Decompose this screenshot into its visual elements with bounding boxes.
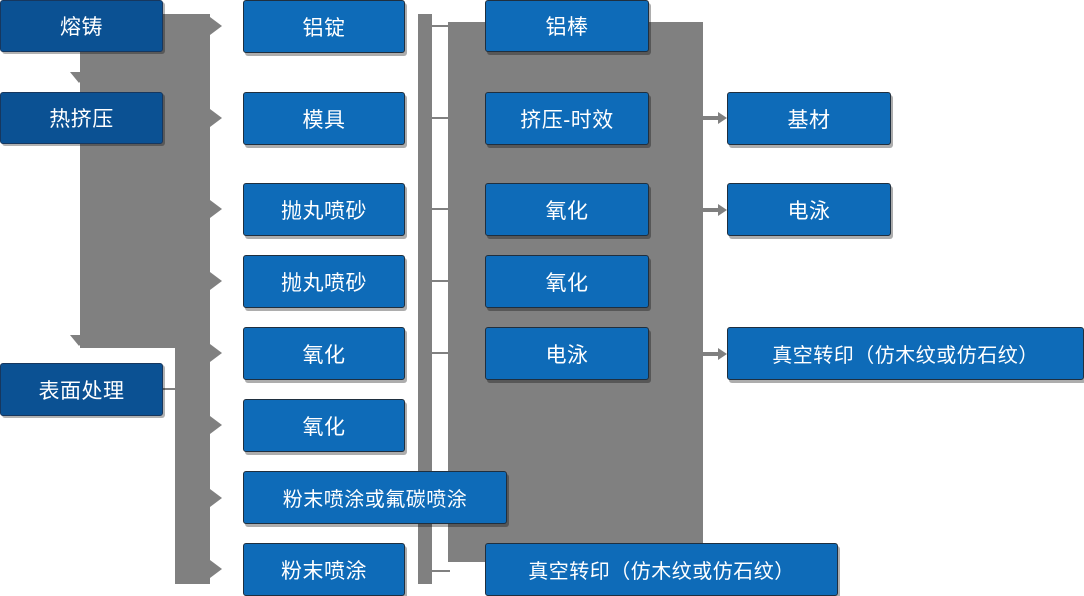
- process-label: 粉末喷涂: [281, 559, 367, 583]
- arrow-down-icon-rongzhu-to-rejiya: [70, 72, 88, 83]
- process-label: 电泳: [787, 199, 831, 223]
- process-label: 氧化: [302, 415, 346, 439]
- process-label: 抛丸喷砂: [281, 271, 367, 295]
- arrow-right-icon-band-a-3: [210, 272, 222, 290]
- arrow-stem: [703, 208, 718, 212]
- process-label: 氧化: [545, 199, 589, 223]
- process-box-c3-2[interactable]: 氧化: [485, 183, 649, 236]
- connector-band-b: [418, 14, 432, 584]
- stage-box-biaomian[interactable]: 表面处理: [0, 363, 163, 416]
- arrow-right-icon-c4-1: [703, 204, 727, 216]
- process-box-c4-1[interactable]: 电泳: [727, 183, 891, 236]
- process-box-c2-4[interactable]: 氧化: [243, 327, 405, 380]
- process-box-c3-0[interactable]: 铝棒: [485, 0, 649, 52]
- stage-label: 熔铸: [60, 16, 103, 39]
- arrow-right-icon-band-a-6: [210, 489, 222, 507]
- arrow-right-icon-band-a-0: [210, 17, 222, 35]
- arrow-right-icon-c4-0: [703, 112, 727, 124]
- arrow-stem: [703, 116, 718, 120]
- process-label: 电泳: [545, 343, 589, 367]
- stage-box-rejiya[interactable]: 热挤压: [0, 92, 163, 144]
- arrow-right-icon-band-a-5: [210, 416, 222, 434]
- process-box-c2-1[interactable]: 模具: [243, 92, 405, 145]
- stage-label: 热挤压: [49, 108, 114, 131]
- process-box-c3-5[interactable]: 真空转印（仿木纹或仿石纹）: [485, 543, 838, 596]
- connector-tick-b-1: [432, 117, 450, 119]
- process-label: 铝锭: [302, 16, 346, 40]
- arrow-head: [718, 348, 727, 360]
- process-label: 基材: [787, 108, 831, 132]
- process-box-c3-4[interactable]: 电泳: [485, 327, 649, 380]
- process-box-c2-6[interactable]: 粉末喷涂或氟碳喷涂: [243, 471, 507, 524]
- connector-biaomian-to-band: [163, 388, 185, 390]
- process-label: 氧化: [302, 343, 346, 367]
- process-label: 氧化: [545, 271, 589, 295]
- process-box-c2-3[interactable]: 抛丸喷砂: [243, 255, 405, 308]
- process-label: 真空转印（仿木纹或仿石纹）: [528, 561, 795, 583]
- connector-tick-b-4: [432, 352, 450, 354]
- arrow-head: [718, 204, 727, 216]
- process-label: 模具: [302, 108, 346, 132]
- process-label: 真空转印（仿木纹或仿石纹）: [772, 345, 1039, 367]
- process-label: 铝棒: [545, 16, 589, 39]
- process-box-c4-2[interactable]: 真空转印（仿木纹或仿石纹）: [727, 327, 1084, 380]
- process-box-c3-3[interactable]: 氧化: [485, 255, 649, 308]
- arrow-right-icon-band-a-2: [210, 200, 222, 218]
- arrow-right-icon-band-a-1: [210, 109, 222, 127]
- process-label: 粉末喷涂或氟碳喷涂: [282, 489, 468, 511]
- process-box-c2-7[interactable]: 粉末喷涂: [243, 543, 405, 596]
- arrow-stem: [703, 352, 718, 356]
- connector-band-left-mid: [175, 14, 210, 584]
- arrow-down-icon-to-biaomian: [70, 335, 88, 346]
- connector-tick-b-0: [432, 25, 450, 27]
- process-box-c3-1[interactable]: 挤压-时效: [485, 92, 649, 145]
- process-label: 抛丸喷砂: [281, 199, 367, 223]
- arrow-right-icon-c4-2: [703, 348, 727, 360]
- connector-tick-b-5: [432, 570, 450, 572]
- arrow-right-icon-band-a-7: [210, 560, 222, 578]
- connector-tick-b-2: [432, 208, 450, 210]
- stage-label: 表面处理: [38, 379, 125, 403]
- connector-tick-b-3: [432, 280, 450, 282]
- stage-box-rongzhu[interactable]: 熔铸: [0, 0, 163, 52]
- process-box-c2-5[interactable]: 氧化: [243, 399, 405, 452]
- process-box-c4-0[interactable]: 基材: [727, 92, 891, 145]
- process-box-c2-0[interactable]: 铝锭: [243, 0, 405, 53]
- process-box-c2-2[interactable]: 抛丸喷砂: [243, 183, 405, 236]
- connector-band-left-top: [80, 14, 185, 348]
- arrow-right-icon-band-a-4: [210, 344, 222, 362]
- process-label: 挤压-时效: [520, 108, 614, 132]
- arrow-head: [718, 112, 727, 124]
